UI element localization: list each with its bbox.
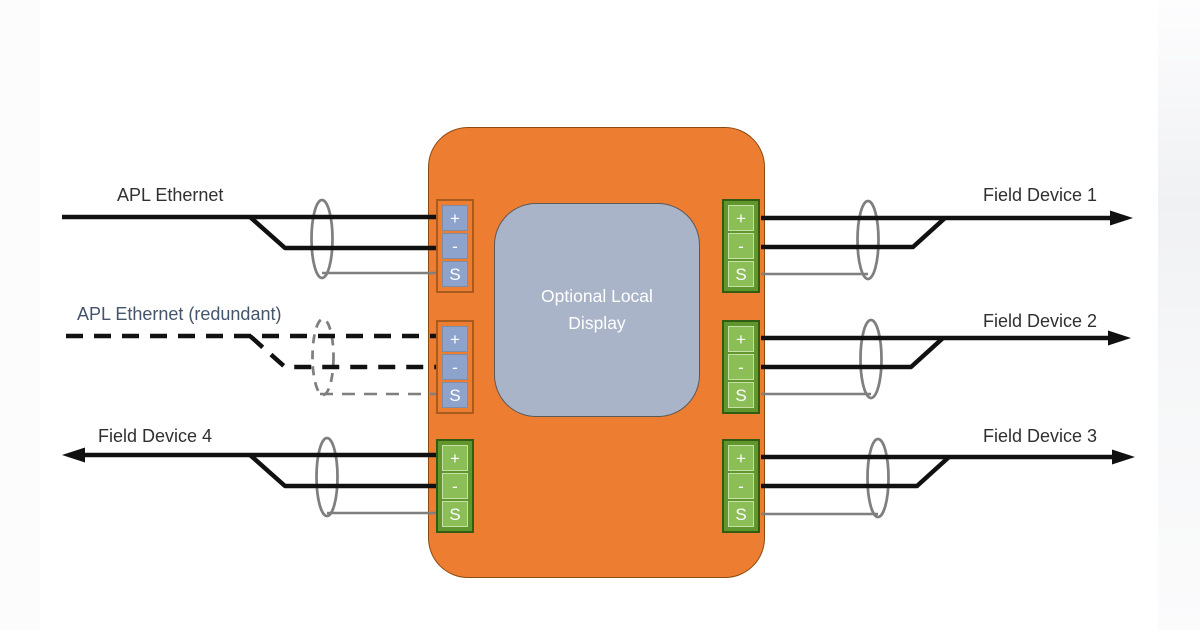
terminal-minus: - — [728, 354, 754, 380]
wires-field-device-4 — [84, 452, 438, 489]
label-field-device-4: Field Device 4 — [98, 426, 213, 446]
terminal-shield: S — [728, 261, 754, 287]
background-band-left — [0, 0, 40, 630]
wire-fd2-minus — [761, 336, 945, 370]
arrowheads — [62, 210, 1135, 465]
shield-ellipse-apl-redundant — [311, 317, 335, 397]
shield-ellipse-field-device-4 — [315, 436, 339, 518]
shield-ellipse-field-device-2 — [859, 318, 883, 400]
wires-field-device-1 — [761, 215, 1112, 250]
terminal-block-field-device-3: + - S — [722, 439, 760, 533]
label-field-device-1: Field Device 1 — [983, 185, 1098, 205]
terminal-block-apl-ethernet: + - S — [436, 199, 474, 293]
shield-ellipse-field-device-3 — [866, 437, 890, 519]
terminal-minus: - — [442, 473, 468, 499]
terminal-shield: S — [442, 501, 468, 527]
terminal-minus: - — [442, 233, 468, 259]
terminal-block-apl-redundant: + - S — [436, 320, 474, 414]
terminal-shield: S — [728, 382, 754, 408]
wire-apl-redundant-minus — [248, 334, 438, 370]
wire-fd4-minus — [248, 453, 438, 489]
terminal-shield: S — [442, 382, 468, 408]
terminal-plus: + — [442, 445, 468, 471]
terminal-minus: - — [728, 233, 754, 259]
terminal-plus: + — [728, 326, 754, 352]
terminal-block-field-device-4: + - S — [436, 439, 474, 533]
terminal-plus: + — [728, 205, 754, 231]
label-apl-ethernet: APL Ethernet — [117, 185, 224, 205]
terminal-plus: + — [442, 326, 468, 352]
label-field-device-3: Field Device 3 — [983, 426, 1098, 446]
label-field-device-2: Field Device 2 — [983, 311, 1098, 331]
wires-apl-ethernet — [62, 214, 438, 251]
terminal-minus: - — [442, 354, 468, 380]
optional-local-display-label: Optional Local Display — [541, 285, 653, 333]
arrowhead-field-device-1-right — [1110, 210, 1133, 226]
arrowhead-field-device-2-right — [1108, 330, 1131, 346]
terminal-minus: - — [728, 473, 754, 499]
optional-local-display: Optional Local Display — [494, 203, 700, 417]
terminal-plus: + — [442, 205, 468, 231]
wire-fd3-minus — [761, 455, 951, 489]
arrowhead-field-device-4-left — [62, 447, 85, 463]
terminal-shield: S — [728, 501, 754, 527]
terminal-plus: + — [728, 445, 754, 471]
terminal-block-field-device-2: + - S — [722, 320, 760, 414]
wire-fd1-minus — [761, 216, 947, 250]
wires-apl-redundant — [66, 333, 438, 370]
terminal-shield: S — [442, 261, 468, 287]
label-apl-ethernet-redundant: APL Ethernet (redundant) — [77, 304, 282, 324]
arrowhead-field-device-3-right — [1112, 449, 1135, 465]
cable-shield-ellipses — [310, 198, 890, 519]
terminal-block-field-device-1: + - S — [722, 199, 760, 293]
background-band-right — [1158, 0, 1200, 630]
shield-ellipse-apl — [310, 198, 334, 280]
wires-field-device-2 — [761, 335, 1110, 370]
wire-apl-minus — [248, 215, 438, 251]
shield-ellipse-field-device-1 — [856, 199, 880, 281]
wires-field-device-3 — [761, 454, 1114, 489]
